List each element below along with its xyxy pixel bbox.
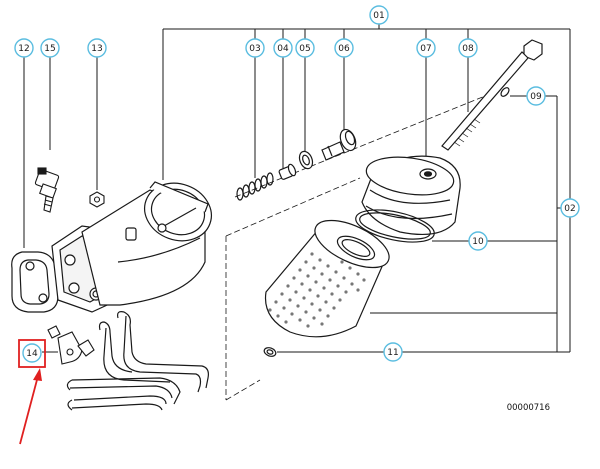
filter-housing-part (51, 181, 212, 313)
assembly-axis-lines (225, 89, 501, 401)
small-seal-ring-part (263, 347, 277, 357)
callout-04[interactable]: 04 (273, 38, 293, 58)
callout-02[interactable]: 02 (560, 198, 580, 218)
svg-text:03: 03 (249, 44, 260, 54)
callout-13[interactable]: 13 (87, 38, 107, 58)
cover-seal-part (355, 209, 435, 243)
svg-text:02: 02 (564, 204, 575, 214)
svg-text:10: 10 (472, 237, 484, 247)
highlight-annotation (18, 339, 46, 445)
oil-lines-part (66, 311, 209, 411)
callout-09[interactable]: 09 (526, 86, 546, 106)
callout-15[interactable]: 15 (40, 38, 60, 58)
svg-text:12: 12 (18, 44, 29, 54)
gasket-part (11, 251, 59, 313)
highlight-arrow-shaft (19, 375, 39, 445)
svg-text:05: 05 (299, 44, 310, 54)
callout-03[interactable]: 03 (245, 38, 265, 58)
callout-10[interactable]: 10 (468, 231, 488, 251)
filter-perforation-pattern (268, 252, 366, 328)
leader-lines (23, 23, 571, 353)
callout-05[interactable]: 05 (295, 38, 315, 58)
callout-08[interactable]: 08 (458, 38, 478, 58)
drain-plug-part (321, 128, 357, 161)
spring-part (236, 172, 274, 201)
svg-text:06: 06 (338, 44, 350, 54)
callout-12[interactable]: 12 (14, 38, 34, 58)
svg-text:08: 08 (462, 44, 474, 54)
svg-text:13: 13 (91, 44, 102, 54)
bolt-washer-part (500, 87, 510, 97)
callout-11[interactable]: 11 (383, 342, 403, 362)
svg-text:04: 04 (277, 44, 289, 54)
callout-06[interactable]: 06 (334, 38, 354, 58)
valve-part (278, 163, 297, 180)
callout-01[interactable]: 01 (369, 5, 389, 25)
callout-bubbles: 01 03 04 05 06 07 08 09 (14, 5, 580, 363)
drawing-reference-number: 00000716 (507, 403, 550, 413)
svg-text:01: 01 (373, 11, 384, 21)
pressure-switch-part (34, 167, 60, 213)
svg-text:07: 07 (420, 44, 431, 54)
o-ring-part (298, 150, 314, 170)
svg-text:14: 14 (26, 349, 38, 359)
filter-cover-part (361, 155, 461, 235)
highlight-box (18, 339, 46, 368)
callout-14[interactable]: 14 (22, 343, 42, 363)
svg-text:15: 15 (44, 44, 55, 54)
highlight-arrow-head (33, 368, 42, 381)
nut-part (89, 191, 105, 208)
callout-07[interactable]: 07 (416, 38, 436, 58)
center-bolt-part (441, 39, 543, 151)
banjo-bolt-part (47, 325, 95, 365)
svg-text:11: 11 (387, 348, 398, 358)
filter-element-part (264, 219, 390, 338)
svg-text:09: 09 (530, 92, 542, 102)
